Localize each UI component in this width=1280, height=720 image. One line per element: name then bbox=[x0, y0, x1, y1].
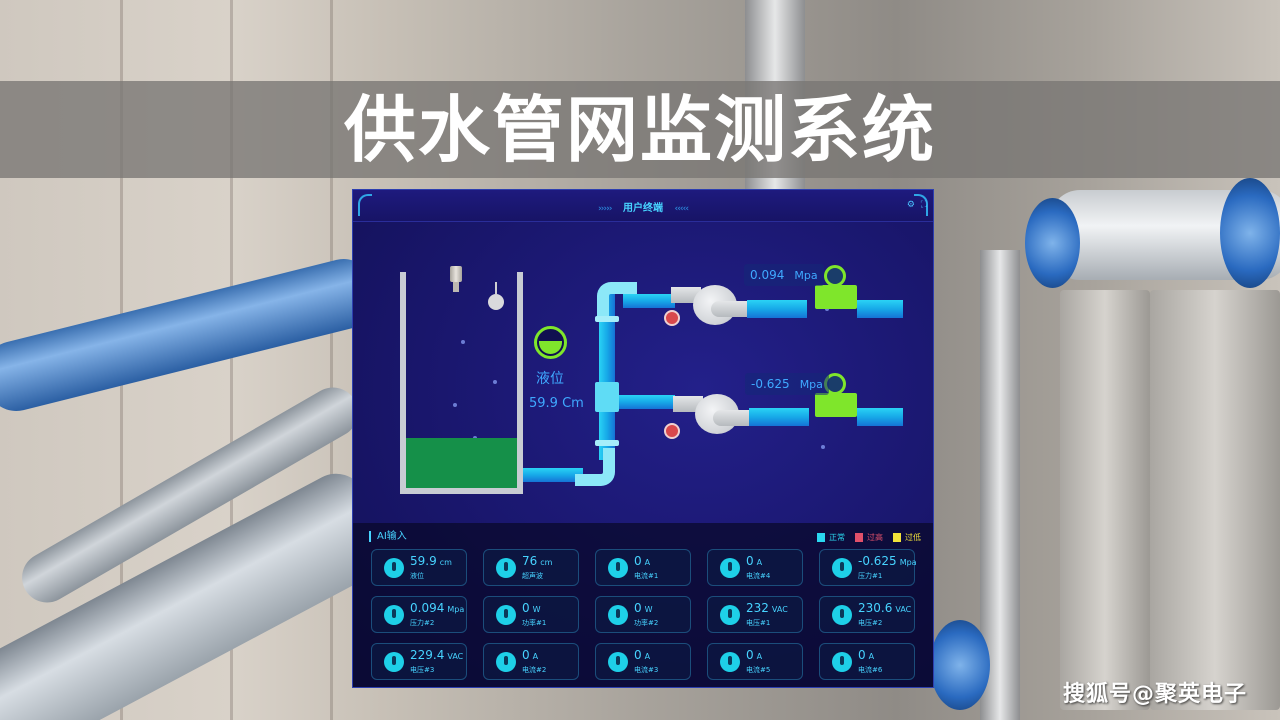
thermometer-icon bbox=[384, 652, 404, 672]
panel-header: ››››› 用户终端 ‹‹‹‹‹ ⚙ ⛶ bbox=[353, 190, 933, 222]
pump-1 bbox=[671, 283, 747, 327]
thermometer-icon bbox=[720, 558, 740, 578]
float-sensor-icon bbox=[488, 282, 504, 310]
flow-meter-icon bbox=[815, 265, 857, 311]
status-indicator-red[interactable] bbox=[664, 310, 680, 326]
thermometer-icon bbox=[608, 558, 628, 578]
flow-meter-icon bbox=[815, 373, 857, 419]
water-tank bbox=[400, 272, 523, 494]
page-title: 供水管网监测系统 bbox=[343, 88, 936, 172]
title-band bbox=[0, 81, 1280, 178]
ultrasonic-sensor-icon bbox=[450, 266, 462, 292]
thermometer-icon bbox=[496, 558, 516, 578]
thermometer-icon bbox=[496, 652, 516, 672]
thermometer-icon bbox=[608, 605, 628, 625]
chevrons-left-icon: ‹‹‹‹‹ bbox=[674, 204, 689, 214]
section-title: AI输入 bbox=[369, 531, 407, 542]
thermometer-icon bbox=[384, 605, 404, 625]
thermometer-icon bbox=[608, 652, 628, 672]
thermometer-icon bbox=[720, 652, 740, 672]
thermometer-icon bbox=[496, 605, 516, 625]
liquid-level-icon bbox=[534, 326, 567, 359]
thermometer-icon bbox=[832, 605, 852, 625]
gear-icon[interactable]: ⚙ bbox=[906, 200, 915, 210]
level-label: 液位 bbox=[536, 371, 564, 387]
chevrons-right-icon: ››››› bbox=[597, 204, 613, 214]
level-value: 59.9 Cm bbox=[529, 396, 584, 411]
status-legend: 正常 过高 过低 bbox=[817, 532, 921, 543]
thermometer-icon bbox=[832, 652, 852, 672]
pump-2 bbox=[673, 392, 749, 436]
fullscreen-icon[interactable]: ⛶ bbox=[920, 200, 927, 210]
status-indicator-red[interactable] bbox=[664, 423, 680, 439]
water-level-fill bbox=[406, 438, 517, 488]
panel-title: 用户终端 bbox=[623, 203, 663, 214]
thermometer-icon bbox=[384, 558, 404, 578]
watermark: 搜狐号@聚英电子 bbox=[1062, 682, 1247, 707]
thermometer-icon bbox=[832, 558, 852, 578]
thermometer-icon bbox=[720, 605, 740, 625]
